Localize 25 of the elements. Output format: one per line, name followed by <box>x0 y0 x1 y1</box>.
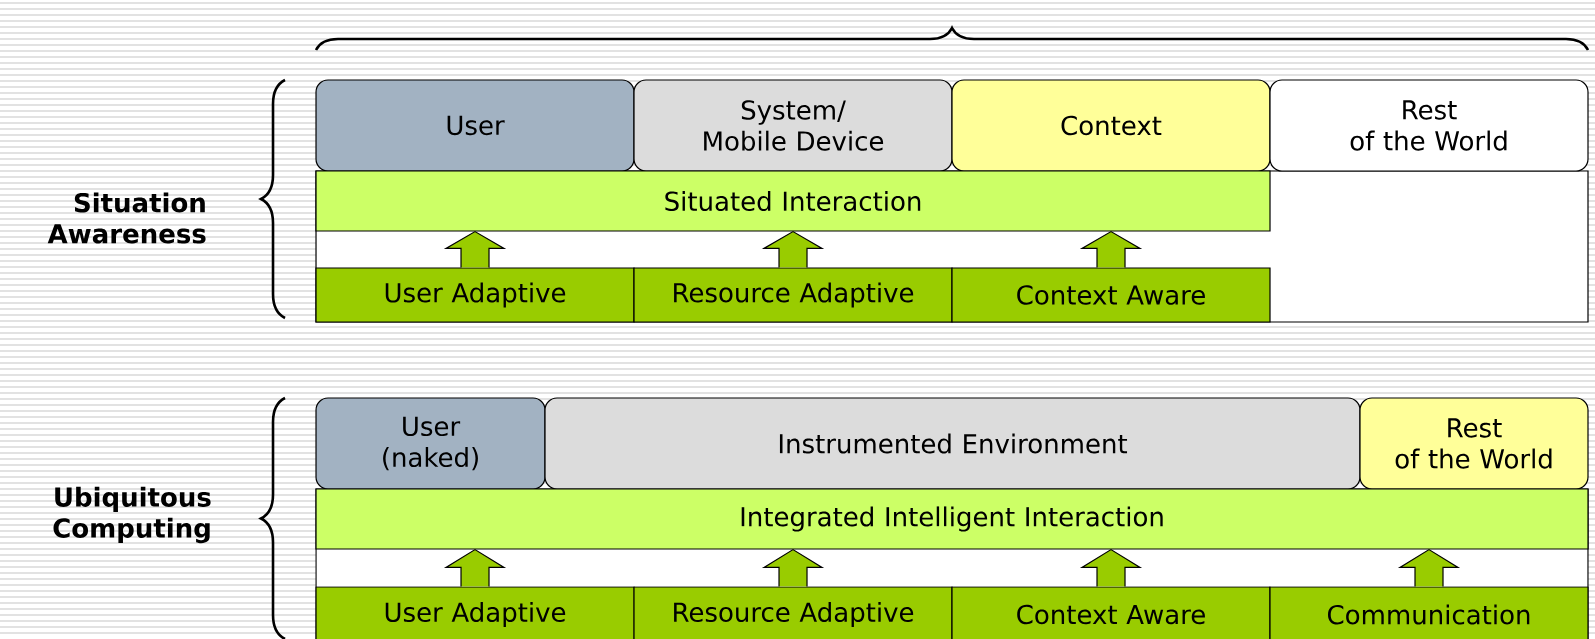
user-box: User <box>315 79 635 172</box>
block-arrow <box>443 230 507 268</box>
layer-box: Resource Adaptive <box>633 267 953 323</box>
layer-box: Context Aware <box>951 586 1271 639</box>
group-label: Situation Awareness <box>47 192 206 244</box>
block-arrow <box>1079 548 1143 587</box>
layer-box: Context Aware <box>951 267 1271 323</box>
block-arrow <box>1079 230 1143 268</box>
layer-box: User Adaptive <box>315 267 635 323</box>
user-box: User (naked) <box>315 397 546 490</box>
block-arrow <box>761 230 825 268</box>
device-box: System/ Mobile Device <box>633 79 953 172</box>
interaction-band: Integrated Intelligent Interaction <box>315 488 1589 550</box>
layer-box: Communication <box>1269 586 1589 639</box>
layer-box: Resource Adaptive <box>633 586 953 639</box>
group-label: Ubiquitous Computing <box>53 486 211 544</box>
context-box: Context <box>951 79 1271 172</box>
environment-box: Instrumented Environment <box>544 397 1361 490</box>
world-box: Rest of the World <box>1269 79 1589 172</box>
block-arrow <box>443 548 507 587</box>
world-box: Rest of the World <box>1359 397 1589 490</box>
block-arrow <box>1397 548 1461 587</box>
layer-box: User Adaptive <box>315 586 635 639</box>
block-arrow <box>761 548 825 587</box>
interaction-band: Situated Interaction <box>315 170 1271 232</box>
